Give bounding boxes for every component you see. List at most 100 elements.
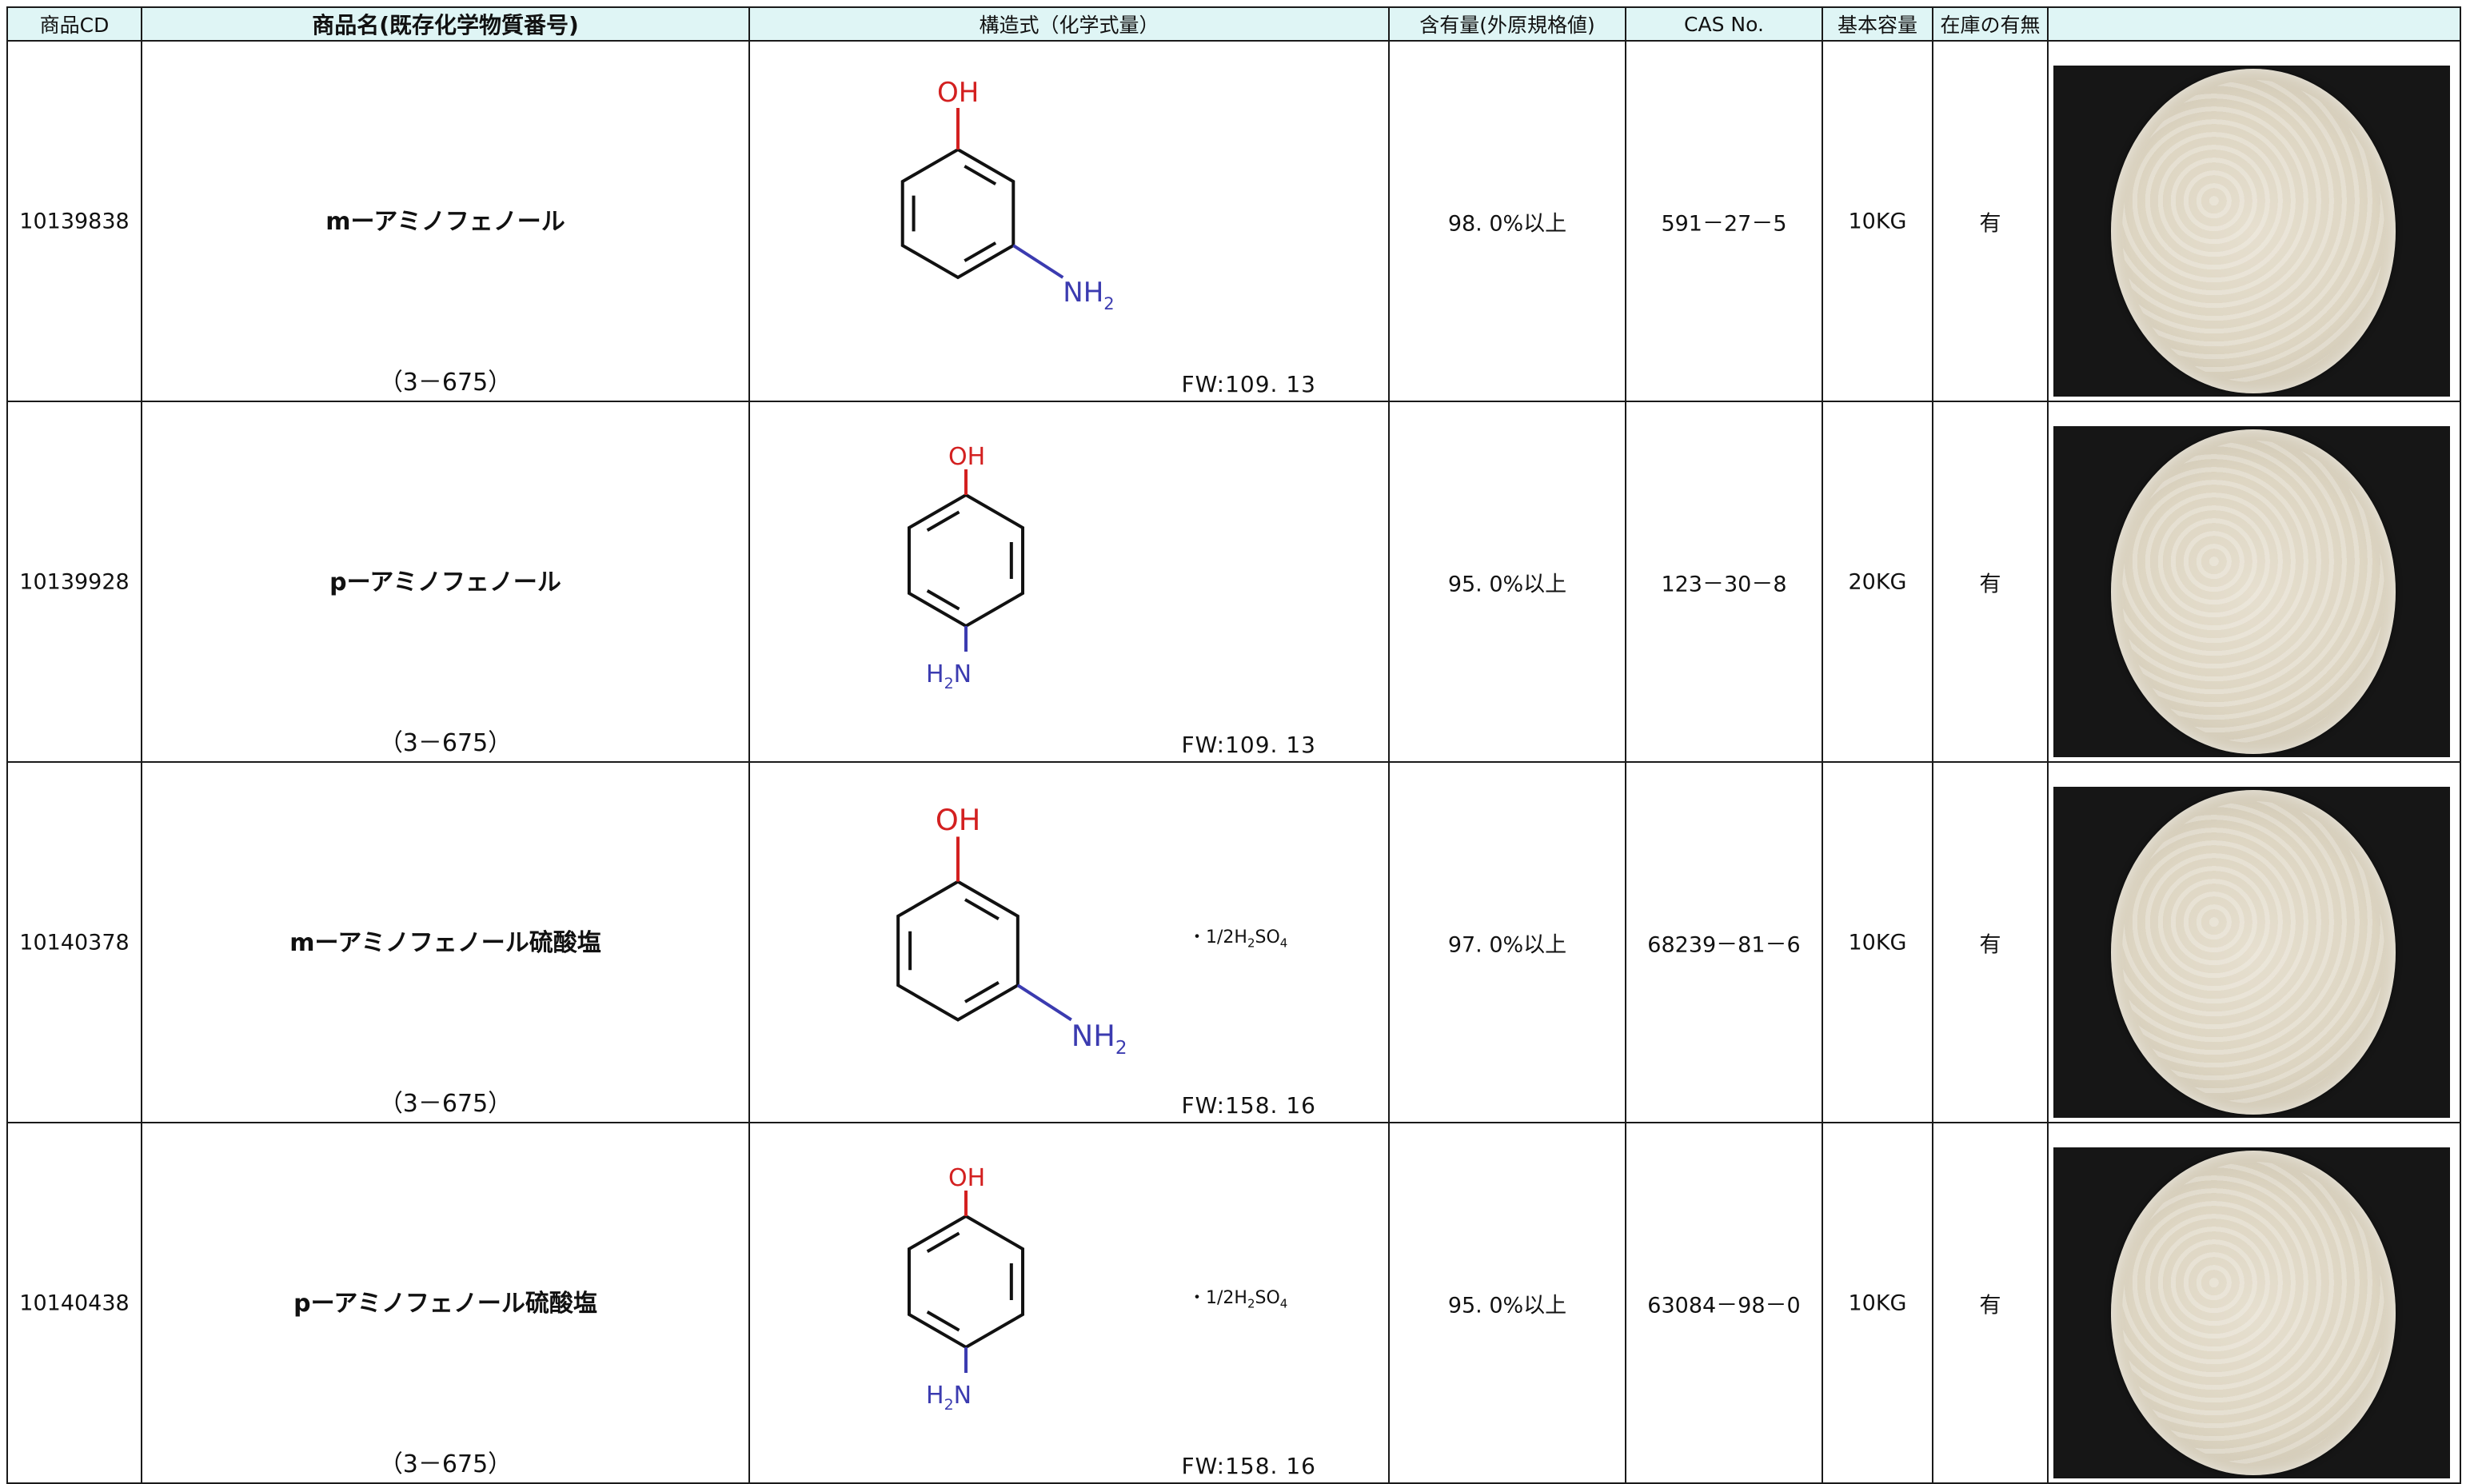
structure-cell: OH H2N ・1/2H2SO4 FW:158. 16 bbox=[748, 1122, 1390, 1484]
registry-number: （3－675） bbox=[378, 1090, 513, 1118]
product-name: pーアミノフェノール bbox=[329, 568, 561, 596]
purity-cell: 98. 0%以上 bbox=[1388, 40, 1626, 402]
basic-volume: 10KG bbox=[1848, 1291, 1907, 1315]
product-photo bbox=[2053, 1147, 2450, 1478]
cd-cell: 10140378 bbox=[6, 761, 142, 1123]
cas-cell: 68239－81－6 bbox=[1625, 761, 1823, 1123]
stock-cell: 有 bbox=[1932, 761, 2049, 1123]
product-code: 10140378 bbox=[19, 930, 130, 955]
header-cas: CAS No. bbox=[1625, 6, 1823, 42]
cd-cell: 10140438 bbox=[6, 1122, 142, 1484]
purity-value: 98. 0%以上 bbox=[1447, 211, 1567, 236]
double-bond bbox=[964, 241, 997, 262]
purity-value: 95. 0%以上 bbox=[1447, 572, 1567, 596]
salt-formula: ・1/2H2SO4 bbox=[1188, 927, 1288, 951]
header-stock: 在庫の有無 bbox=[1932, 6, 2049, 42]
petri-dish-powder bbox=[2111, 429, 2396, 754]
volume-cell: 10KG bbox=[1822, 1122, 1933, 1484]
basic-volume: 10KG bbox=[1848, 209, 1907, 233]
product-name: mーアミノフェノール硫酸塩 bbox=[289, 929, 601, 957]
structure-diagram: OH H2N bbox=[907, 443, 1025, 692]
benzene-ring bbox=[907, 493, 1025, 628]
cas-number: 63084－98－0 bbox=[1647, 1293, 1801, 1318]
photo-cell bbox=[2047, 761, 2461, 1123]
photo-cell bbox=[2047, 1122, 2461, 1484]
header-volume: 基本容量 bbox=[1822, 6, 1933, 42]
volume-cell: 10KG bbox=[1822, 40, 1933, 402]
name-cell: pーアミノフェノール （3－675） bbox=[141, 401, 750, 763]
h2n-label: H2N bbox=[926, 660, 972, 692]
double-bond bbox=[926, 1310, 960, 1332]
basic-volume: 20KG bbox=[1848, 569, 1907, 594]
header-cd: 商品CD bbox=[6, 6, 142, 42]
structure-cell: OH H2N FW:109. 13 bbox=[748, 401, 1390, 763]
purity-value: 95. 0%以上 bbox=[1447, 1293, 1567, 1318]
header-purity: 含有量(外原規格値) bbox=[1388, 6, 1626, 42]
formula-weight: FW:158. 16 bbox=[1181, 1453, 1316, 1479]
double-bond bbox=[964, 165, 997, 186]
formula-weight: FW:109. 13 bbox=[1181, 371, 1316, 397]
header-row: 商品CD 商品名(既存化学物質番号) 構造式（化学式量） 含有量(外原規格値) … bbox=[6, 6, 2461, 42]
cas-number: 591－27－5 bbox=[1661, 211, 1787, 236]
photo-cell bbox=[2047, 401, 2461, 763]
stock-status: 有 bbox=[1979, 211, 2001, 236]
product-photo bbox=[2053, 426, 2450, 757]
nh2-bond bbox=[1016, 983, 1072, 1022]
volume-cell: 10KG bbox=[1822, 761, 1933, 1123]
stock-cell: 有 bbox=[1932, 40, 2049, 402]
header-structure: 構造式（化学式量） bbox=[748, 6, 1390, 42]
oh-label: OH bbox=[948, 1164, 985, 1192]
registry-number: （3－675） bbox=[378, 729, 513, 757]
product-name: mーアミノフェノール bbox=[325, 208, 565, 236]
h2n-label: H2N bbox=[926, 1382, 972, 1414]
salt-formula: ・1/2H2SO4 bbox=[1188, 1288, 1288, 1311]
structure-cell: OH NH2 FW:109. 13 bbox=[748, 40, 1390, 402]
benzene-ring bbox=[907, 1214, 1025, 1350]
benzene-ring bbox=[896, 880, 1020, 1022]
oh-label: OH bbox=[948, 443, 985, 471]
cas-cell: 591－27－5 bbox=[1625, 40, 1823, 402]
double-bond bbox=[964, 981, 1000, 1003]
stock-status: 有 bbox=[1979, 1293, 2001, 1318]
double-bond bbox=[926, 510, 960, 533]
nh2-label: NH2 bbox=[1063, 277, 1114, 313]
stock-cell: 有 bbox=[1932, 401, 2049, 763]
table-row: 10140438 pーアミノフェノール硫酸塩 （3－675） OH H2N ・1/… bbox=[6, 1122, 2461, 1484]
product-table: 商品CD 商品名(既存化学物質番号) 構造式（化学式量） 含有量(外原規格値) … bbox=[6, 6, 2461, 1484]
purity-cell: 95. 0%以上 bbox=[1388, 401, 1626, 763]
cas-number: 123－30－8 bbox=[1661, 572, 1787, 596]
product-photo bbox=[2053, 787, 2450, 1118]
table-row: 10139838 mーアミノフェノール （3－675） OH NH2 FW:109… bbox=[6, 40, 2461, 402]
cas-cell: 123－30－8 bbox=[1625, 401, 1823, 763]
product-photo bbox=[2053, 66, 2450, 397]
oh-label: OH bbox=[936, 803, 981, 837]
stock-status: 有 bbox=[1979, 572, 2001, 596]
product-code: 10140438 bbox=[19, 1291, 130, 1315]
registry-number: （3－675） bbox=[378, 369, 513, 397]
product-code: 10139838 bbox=[19, 209, 130, 233]
cas-number: 68239－81－6 bbox=[1647, 932, 1801, 957]
nh2-bond bbox=[1012, 244, 1064, 279]
purity-cell: 95. 0%以上 bbox=[1388, 1122, 1626, 1484]
registry-number: （3－675） bbox=[378, 1450, 513, 1478]
name-cell: pーアミノフェノール硫酸塩 （3－675） bbox=[141, 1122, 750, 1484]
product-name: pーアミノフェノール硫酸塩 bbox=[293, 1290, 597, 1318]
header-photo bbox=[2047, 6, 2461, 42]
table-row: 10139928 pーアミノフェノール （3－675） OH H2N FW:109… bbox=[6, 401, 2461, 763]
benzene-ring bbox=[900, 147, 1016, 280]
structure-diagram: OH NH2 bbox=[900, 77, 1115, 313]
name-cell: mーアミノフェノール （3－675） bbox=[141, 40, 750, 402]
cd-cell: 10139838 bbox=[6, 40, 142, 402]
basic-volume: 10KG bbox=[1848, 930, 1907, 955]
cd-cell: 10139928 bbox=[6, 401, 142, 763]
double-bond bbox=[926, 588, 960, 611]
formula-weight: FW:109. 13 bbox=[1181, 732, 1316, 758]
product-code: 10139928 bbox=[19, 569, 130, 594]
petri-dish-powder bbox=[2111, 790, 2396, 1115]
oh-label: OH bbox=[937, 77, 979, 109]
petri-dish-powder bbox=[2111, 69, 2396, 393]
double-bond bbox=[926, 1231, 960, 1254]
